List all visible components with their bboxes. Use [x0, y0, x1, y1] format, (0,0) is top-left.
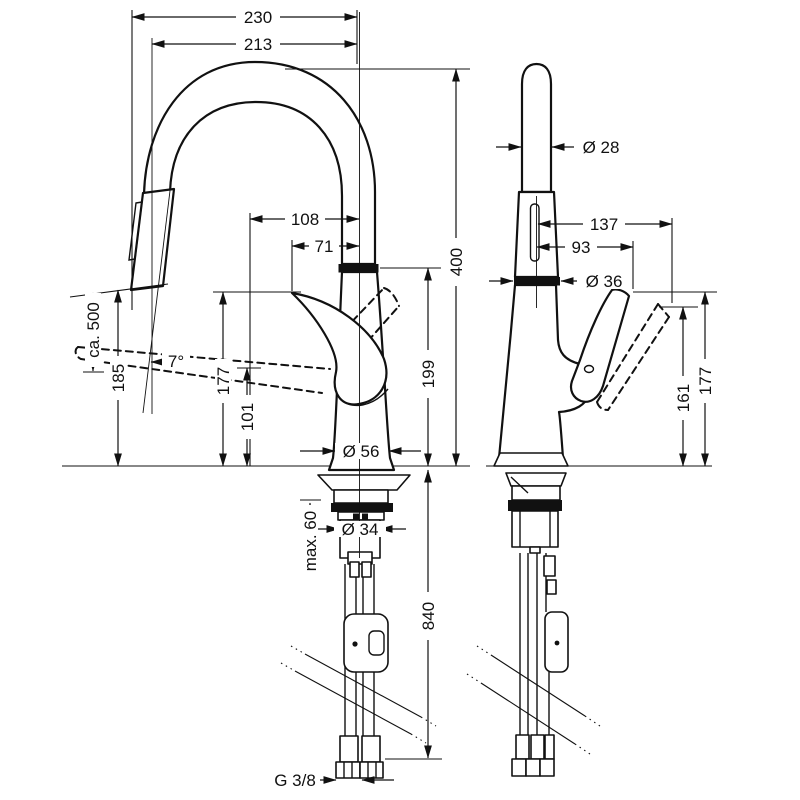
- front-hose-weight: [343, 613, 389, 673]
- dim-text: 213: [244, 35, 272, 54]
- dim-label-spout-diameter: Ø 28: [574, 138, 628, 157]
- front-spout-joint-band: [338, 264, 379, 273]
- hose-nut: [511, 758, 527, 777]
- dim-label-handle-reach: 71: [309, 237, 339, 256]
- side-base-flare: [493, 452, 569, 467]
- front-oring-band: [331, 503, 393, 512]
- dim-text: 101: [238, 403, 257, 431]
- front-clamp-bolt: [353, 513, 359, 520]
- front-under-counter: [280, 474, 442, 779]
- dim-label-mounting-thickness: max. 60: [301, 505, 320, 577]
- dim-text: max. 60: [301, 511, 320, 571]
- side-spout-column: [520, 62, 553, 194]
- side-oring-band: [508, 500, 562, 511]
- front-spray-baseline: [69, 283, 169, 298]
- front-spout-arc: [142, 60, 377, 266]
- dim-text: ca. 500: [84, 302, 103, 358]
- dim-label-spout-outlet-height: 199: [419, 350, 438, 398]
- dim-text: 185: [109, 364, 128, 392]
- side-body: [497, 283, 590, 460]
- dim-text: 400: [447, 248, 466, 276]
- dim-text: 177: [696, 367, 715, 395]
- dim-label-handle-reach-closed: 93: [565, 238, 597, 257]
- front-view: [69, 60, 400, 472]
- dim-text: 177: [214, 367, 233, 395]
- side-handle: [569, 288, 631, 403]
- dim-label-connection-thread: G 3/8: [270, 771, 320, 790]
- dim-text: 108: [291, 210, 319, 229]
- dim-label-body-height: 101: [238, 395, 257, 439]
- dim-label-spray-hose-pullout: ca. 500: [84, 293, 103, 367]
- front-hose-connectors: [335, 735, 384, 779]
- front-handle-collar: [339, 388, 389, 407]
- dim-text: 199: [419, 360, 438, 388]
- side-under-counter: [466, 472, 601, 777]
- hose-nut: [335, 761, 361, 779]
- front-base-cylinder: [333, 489, 389, 504]
- dim-label-shaft-diameter: Ø 34: [334, 520, 386, 539]
- side-base-cylinder: [511, 485, 561, 501]
- hose-nut: [359, 761, 384, 779]
- dim-text: Ø 56: [343, 442, 380, 461]
- dim-label-spray-angle: 7°: [162, 352, 190, 371]
- dim-label-base-diameter: Ø 56: [335, 442, 387, 461]
- front-handle: [290, 291, 388, 406]
- front-clamp-plate: [337, 511, 385, 521]
- side-clip-line: [510, 476, 529, 494]
- dim-text: 137: [590, 215, 618, 234]
- hose-nut: [539, 758, 555, 777]
- side-spray-slot: [529, 203, 540, 262]
- dim-text: Ø 36: [586, 272, 623, 291]
- side-clamp-tab: [529, 546, 541, 554]
- side-handle-screw-hole: [583, 364, 595, 374]
- side-hose-weight: [544, 611, 569, 736]
- dim-label-spout-reach: 108: [285, 210, 325, 229]
- dim-label-handle-reach-open: 137: [583, 215, 625, 234]
- front-clamp-bolt: [362, 513, 368, 520]
- centerlines: [142, 12, 537, 558]
- front-spray-tilted-centerline: [142, 165, 174, 414]
- dim-text: 71: [315, 237, 334, 256]
- dim-text: 230: [244, 8, 272, 27]
- dim-label-handle-height-closed: 177: [696, 359, 715, 403]
- side-hose-connectors: [511, 734, 555, 777]
- hose-nut: [525, 758, 541, 777]
- dim-label-spray-head-height: 185: [109, 356, 128, 400]
- side-hoses: [519, 553, 557, 736]
- dim-text: 840: [419, 602, 438, 630]
- front-shaft-connector: [347, 551, 373, 565]
- front-spray-head: [128, 187, 176, 292]
- dim-text: 93: [572, 238, 591, 257]
- dim-text: Ø 28: [583, 138, 620, 157]
- dim-label-overall-width: 230: [236, 8, 280, 27]
- dim-label-hose-length-below: 840: [419, 592, 438, 640]
- dim-text: 7°: [168, 352, 184, 371]
- side-view: [493, 62, 670, 467]
- dim-label-spout-top-height: 400: [447, 238, 466, 286]
- dim-label-handle-tip-height: 177: [214, 359, 233, 403]
- dim-label-width-to-spray-axis: 213: [236, 35, 280, 54]
- side-break-lines: [466, 645, 601, 755]
- front-break-lines: [280, 645, 437, 744]
- side-escutcheon: [505, 472, 567, 487]
- dim-text: Ø 34: [342, 520, 379, 539]
- dim-label-handle-height-open: 161: [674, 376, 693, 420]
- front-escutcheon: [317, 474, 411, 491]
- side-collar-band: [514, 277, 560, 286]
- side-handle-dashed-position: [596, 303, 670, 411]
- dim-label-collar-diameter: Ø 36: [577, 272, 631, 291]
- dimension-labels: 230 213 108 71 400 199 840 177: [84, 8, 715, 790]
- dim-text: 161: [674, 384, 693, 412]
- side-clamp: [511, 510, 559, 548]
- dim-text: G 3/8: [274, 771, 316, 790]
